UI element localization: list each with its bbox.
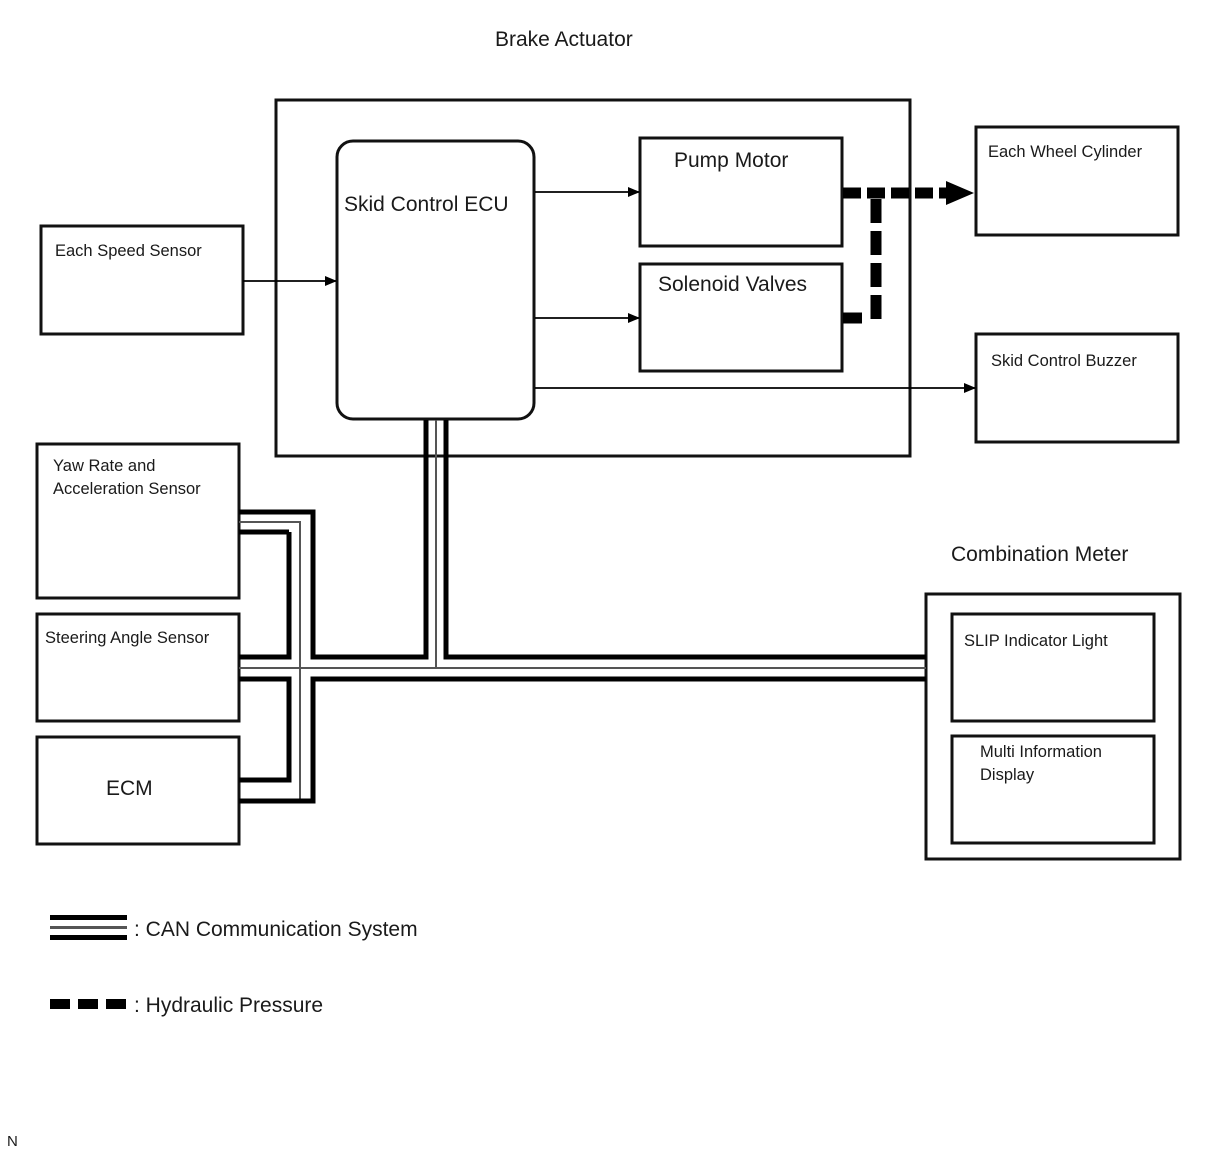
skid-control-ecu-box [335, 139, 536, 421]
solenoid-valves-box [638, 262, 844, 373]
ecm-label: ECM [106, 777, 153, 800]
legend-hydraulic-symbol [50, 999, 126, 1009]
can-ecm-inner [239, 676, 292, 783]
solenoid-valves-label: Solenoid Valves [658, 273, 808, 296]
multi-info-display-box [950, 734, 1156, 845]
each-speed-sensor-label: Each Speed Sensor [55, 242, 202, 260]
legend-can-symbol [50, 915, 127, 940]
hydraulic-lines [843, 181, 974, 324]
can-bus [239, 420, 926, 804]
brake-actuator-title: Brake Actuator [495, 28, 633, 51]
skid-control-ecu-label: Skid Control ECU [344, 193, 509, 216]
skid-control-buzzer-box [974, 332, 1180, 444]
slip-indicator-box [950, 612, 1156, 723]
brake-actuator-box [274, 98, 912, 458]
can-steering-upper [239, 532, 292, 660]
can-lower-to-meter [310, 676, 926, 800]
multi-info-label-line1: Multi Information [980, 743, 1102, 761]
yaw-rate-label-line2: Acceleration Sensor [53, 480, 201, 498]
slip-indicator-light-label: SLIP Indicator Light [964, 632, 1108, 650]
yaw-rate-sensor-box [35, 442, 241, 600]
yaw-rate-label-line1: Yaw Rate and [53, 457, 156, 475]
each-wheel-cylinder-label: Each Wheel Cylinder [988, 143, 1143, 161]
pump-motor-box [638, 136, 844, 248]
can-upper-to-meter [443, 420, 926, 660]
can-ecu-to-yaw-outer [239, 420, 429, 660]
multi-info-label-line2: Display [980, 766, 1035, 784]
steering-angle-sensor-label: Steering Angle Sensor [45, 629, 210, 647]
combination-meter-title: Combination Meter [951, 543, 1129, 566]
each-speed-sensor-box [39, 224, 245, 336]
can-ecm-outer [239, 790, 316, 804]
footer-mark: N [7, 1133, 18, 1150]
hydraulic-arrowhead [946, 181, 974, 205]
legend-can-label: : CAN Communication System [134, 918, 418, 941]
each-wheel-cylinder-box [974, 125, 1180, 237]
skid-control-buzzer-label: Skid Control Buzzer [991, 352, 1137, 370]
pump-motor-label: Pump Motor [674, 149, 789, 172]
legend-hydraulic-label: : Hydraulic Pressure [134, 994, 324, 1017]
ecm-box [35, 735, 241, 846]
steering-angle-sensor-box [35, 612, 241, 723]
